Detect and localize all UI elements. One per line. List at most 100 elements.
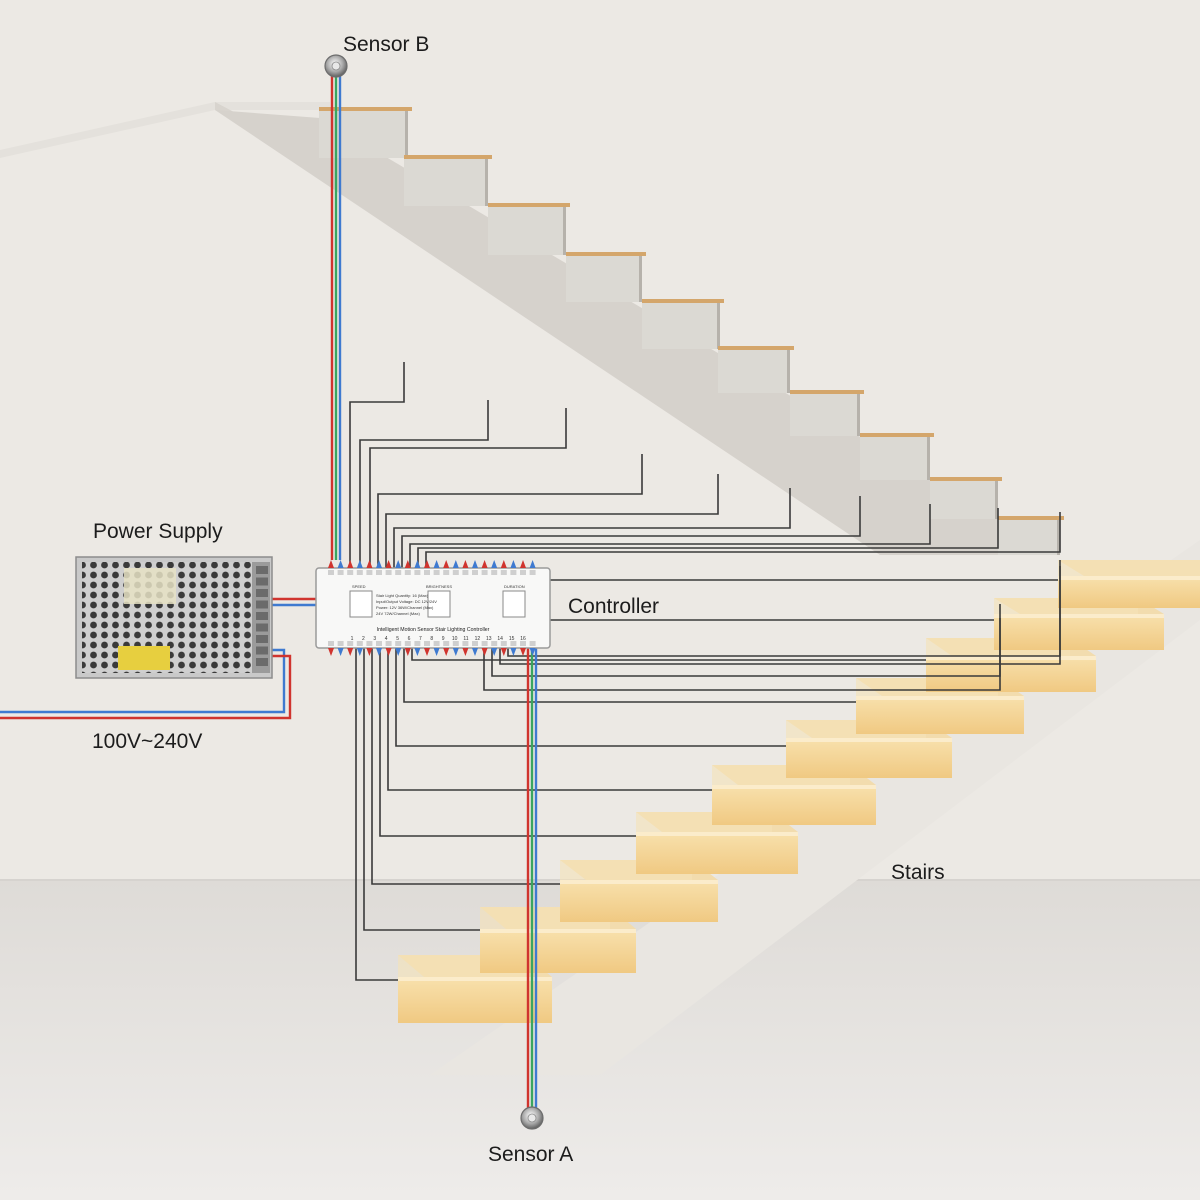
controller-bottom-terminal — [404, 648, 411, 656]
controller-top-terminal-pad — [404, 570, 411, 575]
controller-top-terminal — [481, 560, 488, 568]
psu-output-wires — [272, 597, 318, 607]
controller-top-terminal — [366, 560, 373, 568]
upper-step-riser-shade — [566, 255, 642, 302]
brightness-button-label: BRIGHTNESS — [426, 584, 452, 589]
upper-step-tread — [319, 107, 412, 111]
upper-step-riser-shade — [790, 393, 860, 436]
upper-flight-underside — [215, 110, 1060, 555]
controller-spec-line: Stair Light Quantity: 16 (Max) — [376, 593, 429, 598]
controller-bottom-terminal-pad — [481, 641, 488, 646]
lower-step-riser — [994, 614, 1164, 650]
upper-step-tread — [642, 299, 724, 303]
sensor-a-icon — [520, 1106, 544, 1130]
lower-step-riser — [636, 832, 798, 874]
lower-step-light-strip — [786, 738, 952, 742]
controller-top-terminal-pad — [356, 570, 363, 575]
controller-channel-number: 14 — [497, 636, 503, 642]
brightness-button-housing — [427, 590, 451, 618]
controller-channel-number: 12 — [475, 636, 481, 642]
controller-bottom-terminal-pad — [433, 641, 440, 646]
controller-bottom-terminal — [385, 648, 392, 656]
upper-step-riser-shade — [718, 349, 790, 393]
controller-bottom-terminal — [356, 648, 363, 656]
controller-top-terminal-pad — [337, 570, 344, 575]
signal-wire-upper — [359, 400, 489, 568]
speed-button-label: SPEED — [352, 584, 366, 589]
controller-bottom-terminal — [510, 648, 517, 656]
lower-step-riser — [480, 929, 636, 973]
lower-step-riser — [712, 785, 876, 825]
controller-channel-number: 5 — [396, 636, 399, 642]
psu-terminal — [256, 566, 268, 574]
signal-wire-lower — [371, 648, 560, 885]
lower-step-light-strip — [1058, 576, 1200, 580]
sensor-b-icon — [324, 54, 348, 78]
controller-bottom-terminal — [328, 648, 334, 656]
upper-step-tread — [404, 155, 492, 159]
signal-wire-upper — [401, 496, 861, 568]
controller-top-terminal-pad — [366, 570, 373, 575]
controller-top-terminal-pad — [481, 570, 488, 575]
signal-wire-lower — [379, 648, 636, 837]
controller-bottom-terminal — [347, 648, 354, 656]
controller-bottom-terminal-pad — [337, 641, 344, 646]
upper-step-edge — [563, 206, 566, 255]
controller-top-terminal — [433, 560, 440, 568]
controller-bottom-terminal-pad — [347, 641, 354, 646]
upper-step-riser-shade — [488, 206, 566, 255]
controller-top-terminal — [347, 560, 354, 568]
controller-top-terminals — [328, 560, 536, 575]
sensor-b-cable — [330, 72, 342, 560]
speed-button-housing — [349, 590, 373, 618]
upper-step-tread — [566, 252, 646, 256]
controller-top-terminal-pad — [328, 570, 334, 575]
controller-channel-number: 11 — [463, 636, 468, 642]
controller-top-terminal-pad — [347, 570, 354, 575]
lower-step-light-strip — [926, 656, 1096, 660]
lower-step-light-strip — [856, 696, 1024, 700]
controller-top-terminal-pad — [491, 570, 498, 575]
signal-wire-upper — [417, 508, 999, 568]
signal-wire-upper — [425, 512, 1061, 568]
controller-bottom-terminal-pad — [462, 641, 469, 646]
upper-step-riser-shade — [642, 302, 720, 349]
lower-step-light-strip — [560, 880, 718, 884]
ceiling-slab — [0, 102, 330, 158]
controller-label: Controller — [568, 595, 660, 618]
controller-top-terminal — [452, 560, 459, 568]
controller-channel-number: 10 — [452, 636, 458, 642]
controller-bottom-terminal-pad — [510, 641, 517, 646]
upper-step-tread — [790, 390, 864, 394]
controller-channel-number: 15 — [509, 636, 515, 642]
controller-bottom-terminal — [337, 648, 344, 656]
controller-bottom-terminal-pad — [443, 641, 450, 646]
signal-wire-upper — [377, 454, 643, 568]
controller-bottom-terminal — [443, 648, 450, 656]
controller-top-terminal-pad — [414, 570, 421, 575]
upper-step-edge — [639, 255, 642, 302]
controller-bottom-terminal-pad — [520, 641, 526, 646]
signal-wire-upper — [349, 362, 405, 568]
controller-top-terminal — [337, 560, 344, 568]
upper-step-edge — [717, 302, 720, 349]
lower-step-light-strip — [398, 977, 552, 981]
signal-wire-upper — [393, 488, 791, 568]
controller-bottom-terminal — [491, 648, 498, 656]
controller-bottom-terminal-pad — [356, 641, 363, 646]
upper-step-tread — [930, 477, 1002, 481]
controller-bottom-terminal-pad — [385, 641, 392, 646]
lower-step-riser — [856, 696, 1024, 734]
upper-step-edge — [857, 393, 860, 436]
controller-bottom-terminals — [328, 641, 536, 656]
controller-bottom-terminal-pad — [472, 641, 478, 646]
controller-top-terminal-pad — [500, 570, 507, 575]
upper-step-edge — [485, 158, 488, 206]
controller-top-terminal — [462, 560, 469, 568]
upper-step-tread — [488, 203, 570, 207]
controller-bottom-terminal-pad — [395, 641, 402, 646]
controller-top-terminal — [510, 560, 517, 568]
lower-step-riser — [398, 977, 552, 1023]
psu-terminal — [256, 612, 268, 620]
